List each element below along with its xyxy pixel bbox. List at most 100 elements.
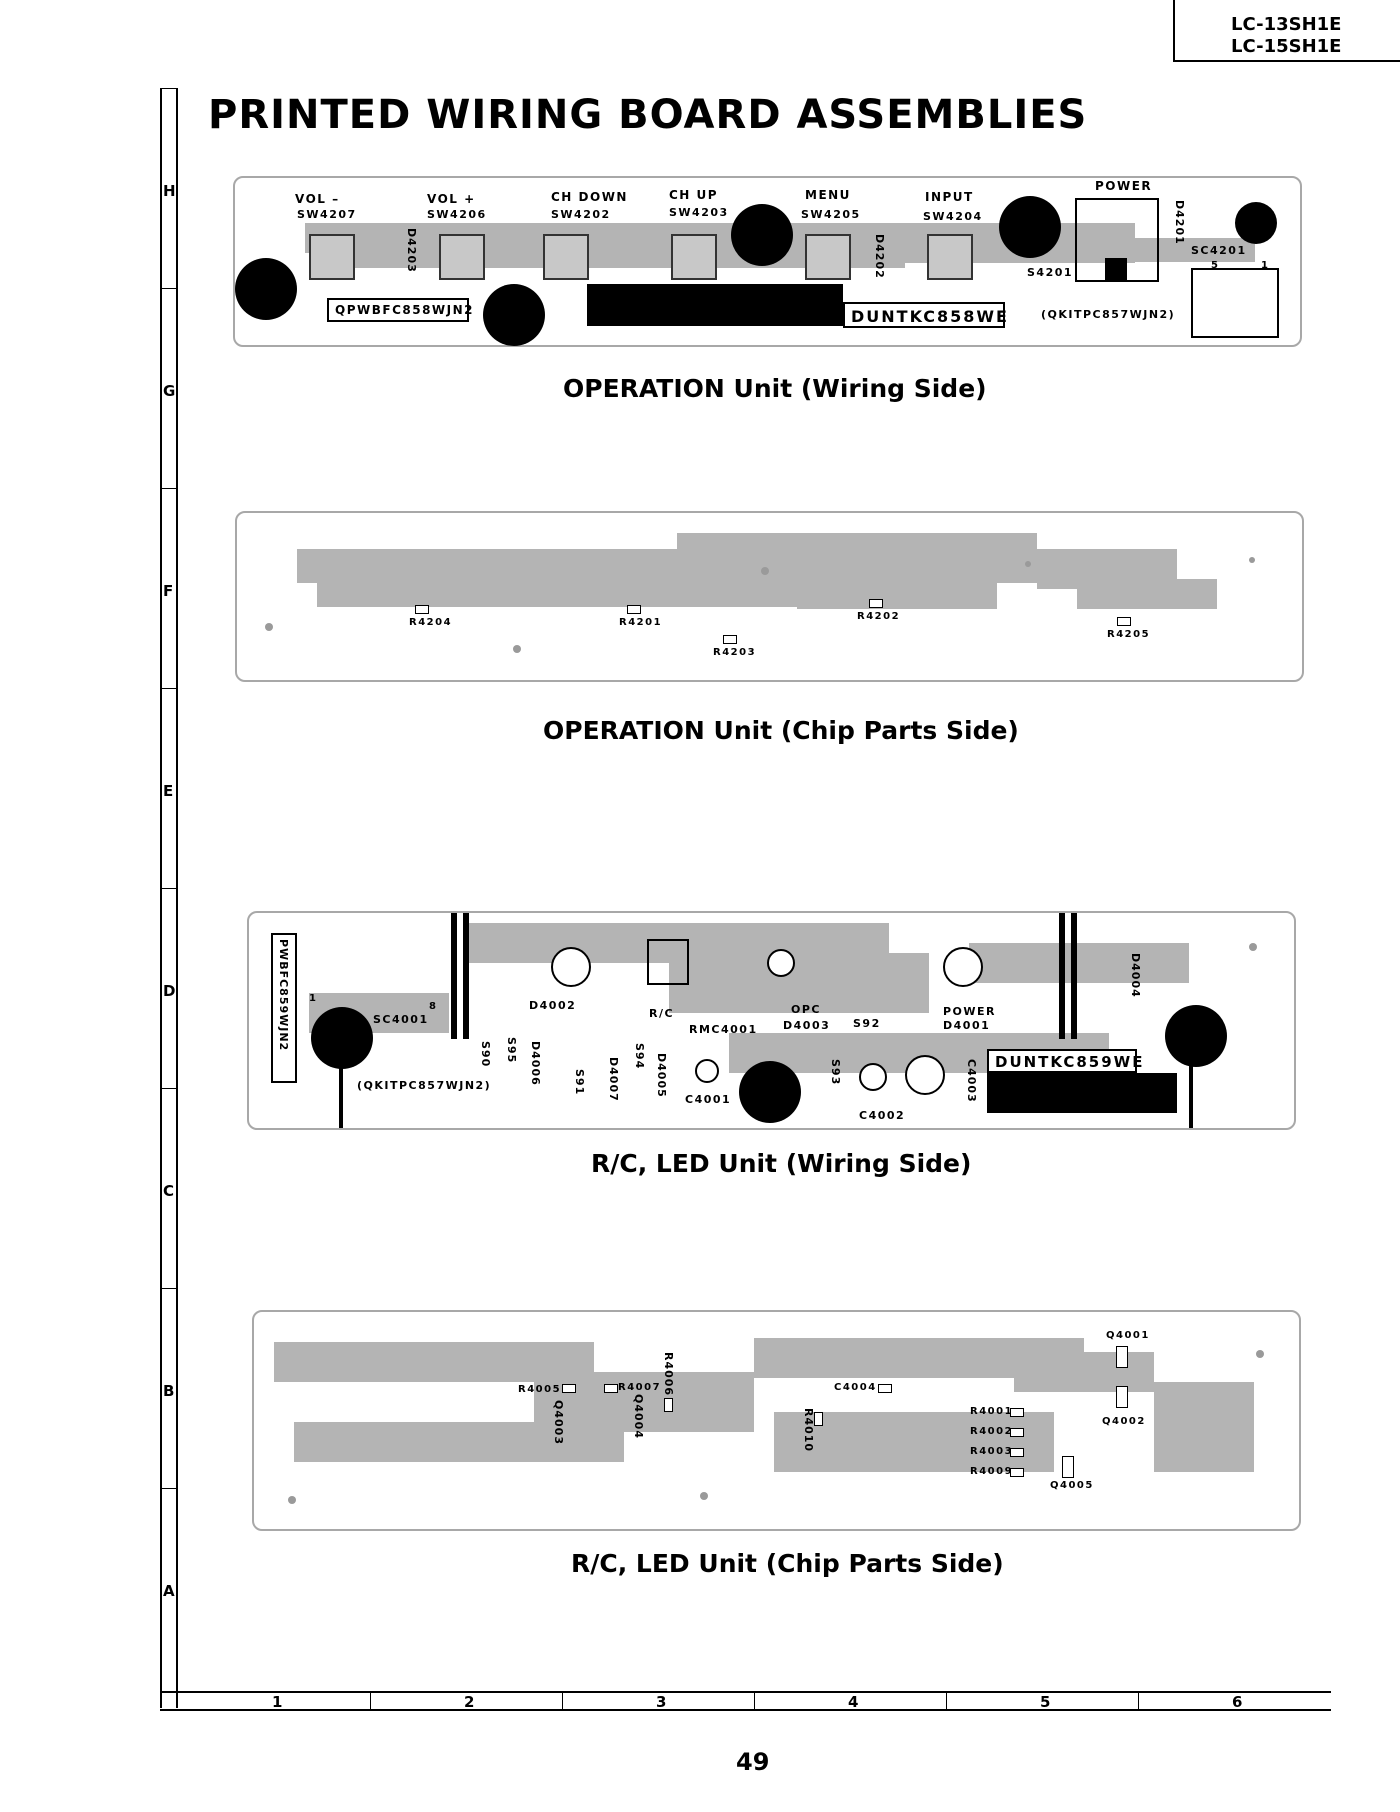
s93-label: S93: [829, 1059, 842, 1086]
kit-code-label: (QKITPC857WJN2): [1041, 308, 1176, 321]
resistor-pad: [664, 1398, 673, 1412]
grid-row-divider: [160, 1088, 178, 1089]
resistor-label: R4203: [713, 647, 757, 658]
grid-row-divider: [160, 288, 178, 289]
switch-pad: [671, 234, 717, 280]
ground-trace: [451, 913, 457, 1039]
resistor-pad: [1010, 1428, 1024, 1437]
diode-label: D4203: [405, 228, 418, 273]
redaction-bar: [987, 1073, 1177, 1113]
model-number-box: LC-13SH1E LC-15SH1E: [1173, 0, 1400, 62]
c4004-label: C4004: [834, 1382, 877, 1393]
ground-trace: [463, 913, 469, 1039]
r4009-label: R4009: [970, 1466, 1014, 1477]
grid-column-tick: [370, 1691, 371, 1711]
grid-row-divider: [160, 488, 178, 489]
switch-ref: SW4202: [551, 208, 611, 221]
c4001-label: C4001: [685, 1093, 732, 1106]
power-led-label: POWER: [943, 1005, 997, 1018]
grid-row-label: H: [163, 182, 176, 200]
connector-pin-label: 1: [1261, 260, 1270, 271]
switch-label: INPUT: [925, 190, 974, 204]
resistor-pad: [1010, 1448, 1024, 1457]
resistor-pad: [1010, 1468, 1024, 1477]
d4003-label: D4003: [783, 1019, 831, 1032]
resistor-pad: [627, 605, 641, 614]
connector-pin-label: 8: [429, 1001, 438, 1012]
connector-frame: [1191, 268, 1279, 338]
connector-pin-label: 1: [309, 993, 318, 1004]
model-line-1: LC-13SH1E: [1231, 14, 1342, 35]
copper-trace: [969, 943, 1189, 983]
switch-label: VOL –: [295, 192, 340, 206]
redaction-dot: [311, 1007, 373, 1069]
s91-label: S91: [573, 1069, 586, 1096]
switch-label: MENU: [805, 188, 851, 202]
copper-trace: [1014, 1352, 1154, 1392]
mounting-hole: [761, 567, 769, 575]
switch-s4201-label: S4201: [1027, 266, 1074, 279]
grid-column-label: 1: [272, 1693, 283, 1711]
d4004-label: D4004: [1129, 953, 1142, 998]
capacitor-c4003: [905, 1055, 945, 1095]
copper-trace: [797, 579, 997, 609]
r4006-label: R4006: [662, 1352, 675, 1397]
grid-column-label: 5: [1040, 1693, 1051, 1711]
diode-label: D4202: [873, 234, 886, 279]
copper-trace: [677, 533, 1037, 583]
grid-column-tick: [562, 1691, 563, 1711]
copper-trace: [1077, 579, 1217, 609]
unit-code-box: DUNTKC858WE: [843, 302, 1007, 328]
switch-ref: SW4204: [923, 210, 983, 223]
ground-trace: [1189, 1053, 1193, 1128]
grid-row-divider: [160, 688, 178, 689]
caption-rc-led-chip: R/C, LED Unit (Chip Parts Side): [571, 1549, 1004, 1578]
ground-trace: [1059, 913, 1065, 1039]
model-line-2: LC-15SH1E: [1231, 36, 1342, 57]
power-label: POWER: [1095, 179, 1153, 193]
pwb-code-frame: [271, 933, 297, 1083]
page-number: 49: [736, 1748, 770, 1776]
switch-ref: SW4205: [801, 208, 861, 221]
rmc-label: RMC4001: [689, 1023, 758, 1036]
connector-pin-label: 5: [1211, 260, 1220, 271]
redaction-dot: [999, 196, 1061, 258]
q4004-label: Q4004: [632, 1394, 645, 1439]
mounting-hole: [1025, 561, 1031, 567]
opc-label: OPC: [791, 1003, 821, 1016]
switch-label: CH DOWN: [551, 190, 628, 204]
switch-label: VOL +: [427, 192, 476, 206]
s94-label: S94: [633, 1043, 646, 1070]
s95-label: S95: [505, 1037, 518, 1064]
power-switch-frame: [1075, 198, 1159, 282]
r4010-label: R4010: [802, 1408, 815, 1453]
mounting-hole: [1249, 943, 1257, 951]
ground-trace: [339, 1043, 343, 1128]
resistor-pad: [562, 1384, 576, 1393]
resistor-label: R4205: [1107, 629, 1151, 640]
grid-column-label: 6: [1232, 1693, 1243, 1711]
grid-row-label: E: [163, 782, 174, 800]
d4005-label: D4005: [655, 1053, 668, 1098]
copper-trace: [669, 953, 929, 1013]
grid-column-label: 2: [464, 1693, 475, 1711]
page-title: PRINTED WIRING BOARD ASSEMBLIES: [208, 92, 1088, 138]
switch-pad: [927, 234, 973, 280]
grid-row-label: A: [163, 1582, 175, 1600]
grid-row-divider: [160, 888, 178, 889]
grid-row-divider: [160, 1488, 178, 1489]
redaction-dot: [1165, 1005, 1227, 1067]
pcb-operation-chip-side: R4204 R4201 R4203 R4202 R4205: [235, 511, 1304, 682]
rc-label: R/C: [649, 1007, 675, 1020]
diode-label: D4201: [1173, 200, 1186, 245]
redaction-dot: [731, 204, 793, 266]
switch-pad: [543, 234, 589, 280]
resistor-label: R4204: [409, 617, 453, 628]
pwb-code-label: PWBFC859WJN2: [277, 939, 290, 1052]
ground-trace: [1071, 913, 1077, 1039]
copper-trace: [534, 1372, 754, 1432]
d4006-label: D4006: [529, 1041, 542, 1086]
resistor-pad: [869, 599, 883, 608]
switch-ref: SW4207: [297, 208, 357, 221]
grid-row-label: G: [163, 382, 176, 400]
